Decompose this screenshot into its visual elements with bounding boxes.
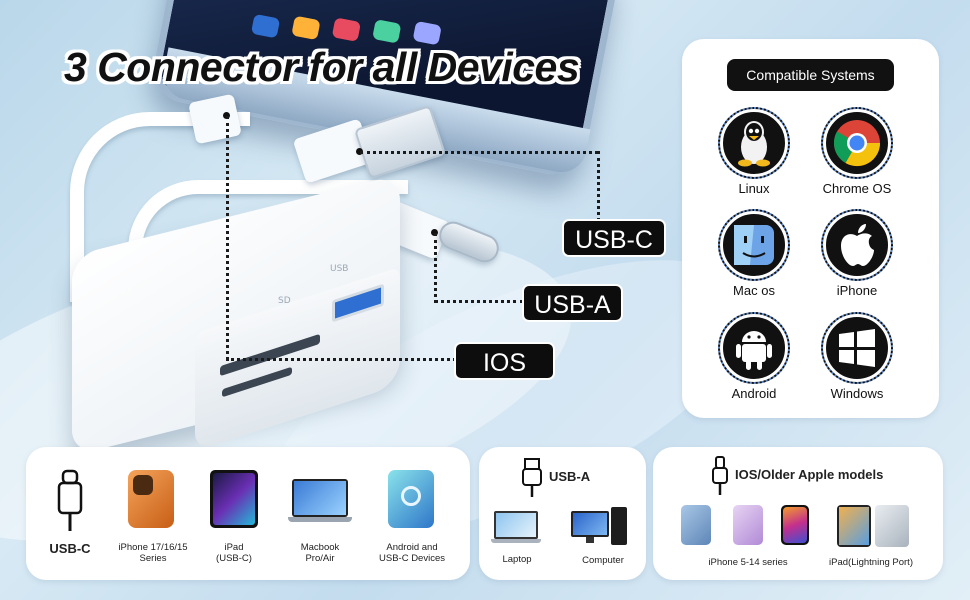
headline: 3 Connector for all Devices [64, 44, 580, 90]
os-android: Android [714, 312, 794, 401]
android-phone-image [388, 470, 434, 528]
finder-face-icon [718, 209, 790, 281]
ios-devices-panel: IOS/Older Apple models iPhone 5-14 serie… [653, 447, 943, 580]
apple-icon [821, 209, 893, 281]
iphone-orange-image [128, 470, 174, 528]
hub-usb-label: USB [330, 264, 349, 274]
os-windows: Windows [817, 312, 897, 401]
chrome-icon [821, 107, 893, 179]
tux-penguin-icon [718, 107, 790, 179]
macbook-image [288, 479, 352, 523]
ipad-lightning-image [837, 505, 871, 547]
iphone-blue-image [681, 505, 711, 545]
iphone-x-image [781, 505, 809, 545]
device-caption: iPad(USB-C) [216, 542, 252, 564]
lightning-cable-icon [712, 456, 728, 495]
os-name: Chrome OS [822, 181, 892, 196]
os-iphone: iPhone [817, 209, 897, 298]
compatible-systems-title: Compatible Systems [727, 59, 894, 91]
device-caption: iPhone 5-14 series [708, 557, 788, 568]
compatible-systems-panel: Compatible Systems Linux Chrome OS [682, 39, 939, 418]
usb-c-cable-icon [57, 469, 83, 531]
windows-logo-icon [821, 312, 893, 384]
callout-usb-c: USB-C [562, 219, 666, 257]
os-macos: Mac os [714, 209, 794, 298]
ios-label: IOS/Older Apple models [735, 467, 884, 482]
os-name: iPhone [836, 283, 878, 298]
device-caption: Laptop [502, 554, 532, 565]
callout-usb-a: USB-A [522, 284, 623, 322]
ipad-image [210, 470, 258, 528]
laptop-image [491, 511, 541, 545]
usb-a-devices-panel: USB-A Laptop Computer [479, 447, 646, 580]
computer-image [571, 507, 631, 547]
ipad-silver-image [875, 505, 909, 547]
callout-ios: IOS [454, 342, 555, 380]
device-caption: iPad(Lightning Port) [829, 557, 913, 568]
device-caption: Computer [582, 555, 624, 566]
usb-c-label: USB-C [49, 541, 91, 556]
iphone-purple-image [733, 505, 763, 545]
android-robot-icon [718, 312, 790, 384]
os-name: Windows [830, 386, 884, 401]
os-linux: Linux [714, 107, 794, 196]
hub-sd-label: SD [278, 296, 291, 306]
usb-a-cable-icon [522, 458, 542, 497]
os-name: Linux [738, 181, 770, 196]
usb-a-label: USB-A [549, 469, 591, 484]
os-name: Mac os [733, 283, 775, 298]
os-chrome: Chrome OS [817, 107, 897, 196]
os-name: Android [731, 386, 777, 401]
